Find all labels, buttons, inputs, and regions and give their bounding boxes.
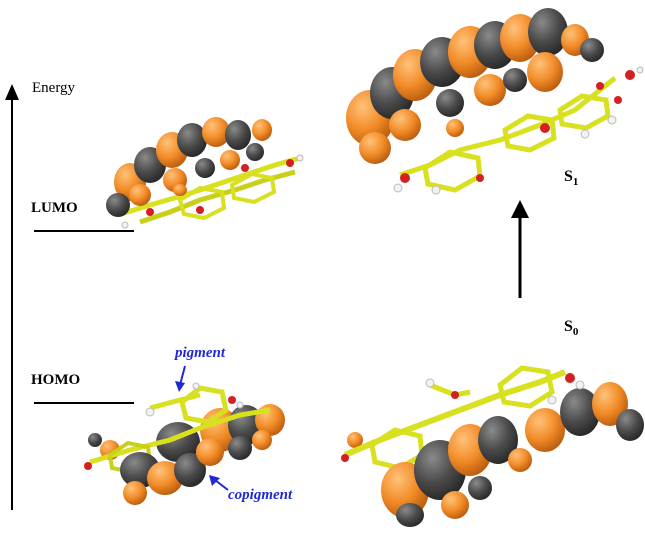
copigment-label: copigment [228,487,293,503]
s0-lobes-front [381,416,532,527]
transition-arrow [511,200,529,298]
homo-skeleton [84,382,271,475]
lumo-label: LUMO [31,200,78,216]
s0-label: S0 [564,318,579,339]
s1-lobes [346,8,604,164]
homo-label: HOMO [31,372,81,388]
copigment-pointer [209,475,229,491]
lumo-skeleton [117,154,304,229]
lumo-molecule [106,117,304,229]
s1-molecule [346,8,644,195]
homo-molecule [84,382,285,505]
s0-skeleton [341,365,585,471]
lumo-lobes [106,117,272,217]
energy-axis [5,84,19,510]
pigment-pointer [175,365,186,392]
s0-lobes-back [347,382,644,452]
homo-lobes-front [120,430,272,505]
pigment-label: pigment [175,345,226,361]
energy-axis-label: Energy [32,80,76,96]
s1-label: S1 [564,168,579,189]
s0-molecule [341,365,644,527]
s1-skeleton [393,66,644,195]
